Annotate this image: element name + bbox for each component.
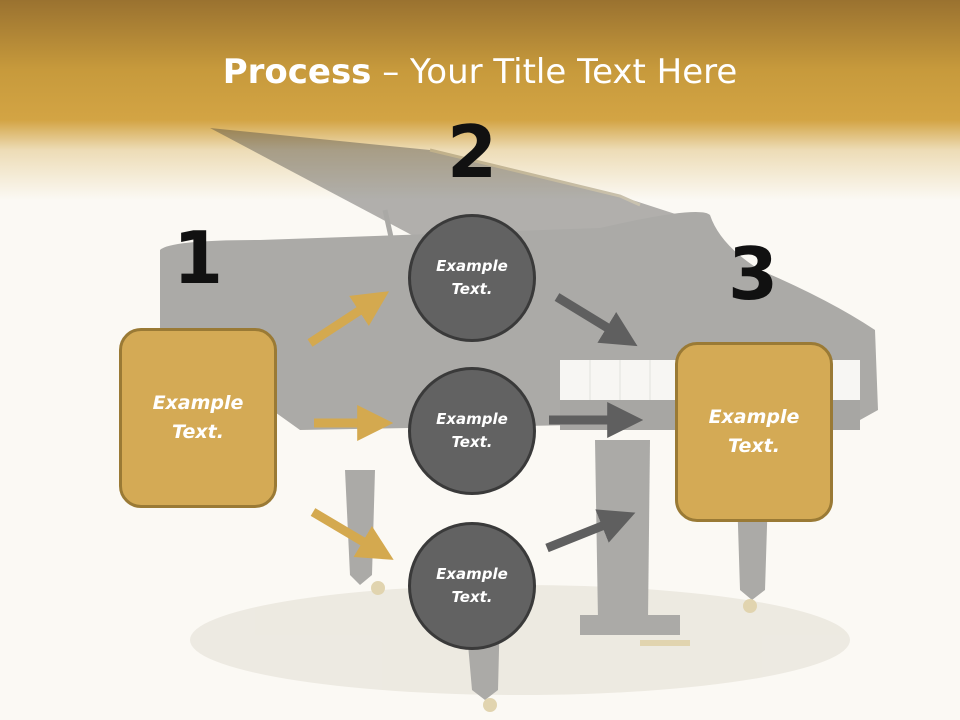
circle-bottom-text: Example Text. <box>436 565 508 606</box>
arrow-up-right-icon <box>307 291 390 347</box>
step-1-number: 1 <box>172 216 224 300</box>
arrow-down-right-icon <box>554 293 638 347</box>
circle-top-text: Example Text. <box>436 257 508 298</box>
step-2-number: 2 <box>446 110 498 194</box>
step-2-circle-top: Example Text. <box>408 214 536 342</box>
step-2-circle-middle: Example Text. <box>408 367 536 495</box>
step-1-text: Example Text. <box>152 392 244 443</box>
arrow-up-right-icon <box>545 509 636 553</box>
step-3-text: Example Text. <box>708 406 800 457</box>
title-bold: Process <box>222 52 372 92</box>
step-1-box: Example Text. <box>119 328 277 508</box>
title-rest: – Your Title Text Here <box>371 52 738 92</box>
circle-middle-text: Example Text. <box>436 410 508 451</box>
step-2-circle-bottom: Example Text. <box>408 522 536 650</box>
slide-title: Process – Your Title Text Here <box>0 52 960 92</box>
step-3-number: 3 <box>727 232 779 316</box>
header-band <box>0 0 960 200</box>
arrow-down-right-icon <box>310 508 394 560</box>
step-3-box: Example Text. <box>675 342 833 522</box>
